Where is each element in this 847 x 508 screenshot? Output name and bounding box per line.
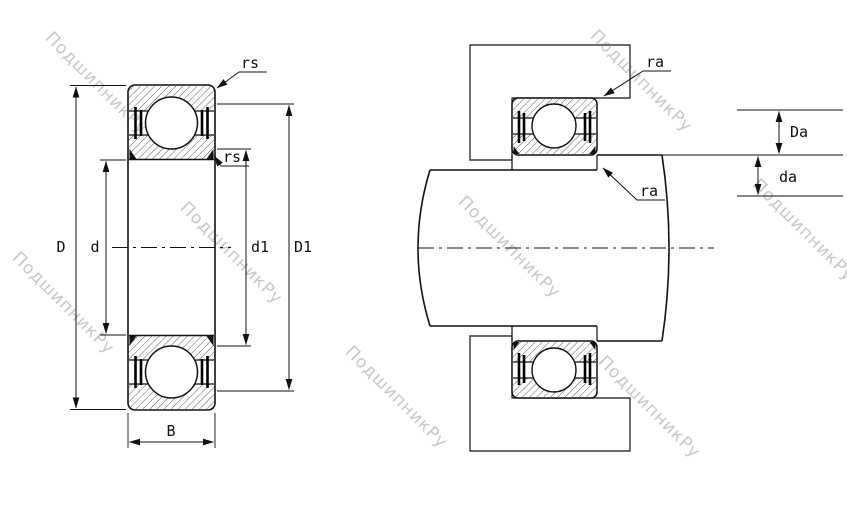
dim-label-rs-inner: rs bbox=[223, 148, 241, 166]
dimension-da: da bbox=[737, 156, 843, 197]
mounted-bearing-top bbox=[511, 97, 598, 156]
dim-label-D1: D1 bbox=[294, 238, 312, 256]
housing-section-top bbox=[469, 44, 631, 161]
leader-line bbox=[603, 70, 644, 97]
dim-label-d: d bbox=[90, 238, 99, 256]
shields-bottom bbox=[134, 356, 209, 388]
shaft-right-end-curve bbox=[661, 154, 670, 342]
shields-top bbox=[134, 107, 209, 139]
chamfer-mark bbox=[206, 336, 214, 346]
right-view: ra ra Da da bbox=[417, 44, 843, 452]
dim-label-rs-outer: rs bbox=[241, 54, 259, 72]
chamfer-mark bbox=[513, 146, 520, 154]
leader-line bbox=[213, 155, 223, 167]
dim-label-ra-outer: ra bbox=[646, 53, 664, 71]
callout-ra-inner: ra bbox=[602, 167, 665, 201]
ball bbox=[531, 347, 577, 393]
dimension-B: B bbox=[127, 413, 216, 448]
callout-rs-outer: rs bbox=[216, 54, 267, 89]
dimension-d1: d1 bbox=[217, 148, 269, 347]
callout-rs-inner: rs bbox=[213, 148, 249, 167]
chamfer-mark bbox=[206, 149, 214, 159]
ball bbox=[531, 103, 577, 149]
mounted-bearing-bottom bbox=[511, 340, 598, 399]
chamfer-mark bbox=[513, 342, 520, 350]
chamfer-mark bbox=[129, 149, 137, 159]
leader-line bbox=[602, 167, 638, 201]
ball-top bbox=[144, 96, 199, 150]
dim-label-B: B bbox=[166, 422, 175, 440]
dimension-Da: Da bbox=[662, 109, 843, 156]
dim-label-D: D bbox=[56, 238, 65, 256]
chamfer-mark bbox=[589, 146, 596, 154]
dim-label-da: da bbox=[779, 168, 797, 186]
left-view: D d d1 D1 bbox=[56, 54, 312, 448]
housing-section-bottom bbox=[469, 335, 631, 452]
dim-label-d1: d1 bbox=[251, 238, 269, 256]
bearing-cross-section bbox=[112, 84, 231, 411]
dim-label-ra-inner: ra bbox=[640, 182, 658, 200]
callout-ra-outer: ra bbox=[603, 53, 671, 97]
ball-bottom bbox=[144, 345, 199, 399]
dim-label-Da: Da bbox=[790, 123, 808, 141]
dimension-D: D bbox=[56, 85, 126, 410]
dimension-D1: D1 bbox=[217, 103, 312, 392]
chamfer-mark bbox=[589, 342, 596, 350]
leader-line bbox=[216, 71, 240, 89]
dimension-d: d bbox=[90, 159, 126, 336]
chamfer-mark bbox=[129, 336, 137, 346]
